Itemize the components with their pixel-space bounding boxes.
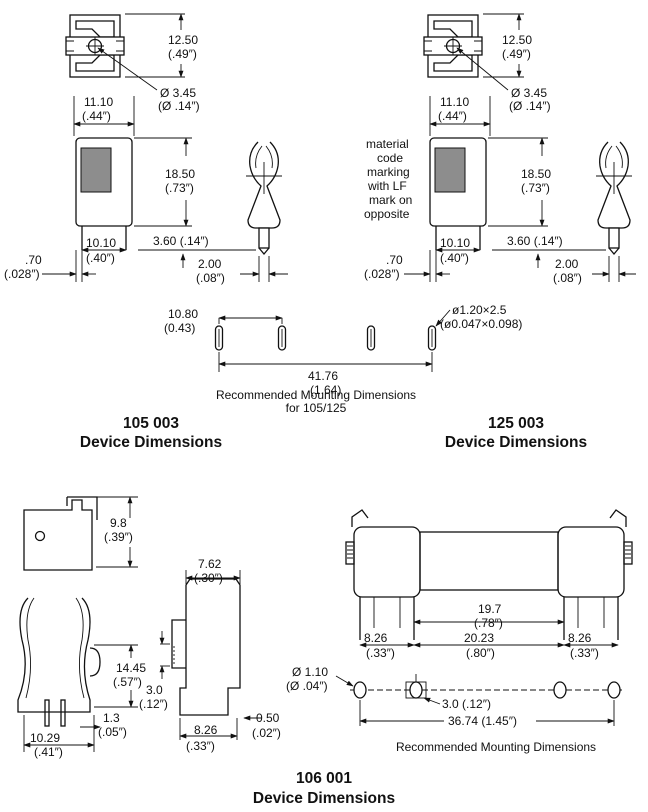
dim-164: (1.64): [310, 383, 341, 397]
dim-41: (.41″): [34, 745, 63, 759]
heading-125-title: Device Dimensions: [445, 434, 587, 451]
dim-dia-14: (Ø .14″): [158, 99, 200, 113]
dim-1080: 10.80: [168, 307, 198, 321]
note-line-6: opposite: [364, 207, 410, 221]
mounting-dimensions-105-125: 10.80 (0.43) ø1.20×2.5 (ø0.047×0.098) 41…: [164, 303, 522, 415]
dim-hole-in: (ø0.047×0.098): [440, 317, 522, 331]
drawing-125: 12.50 (.49″) Ø 3.45 (Ø .14″) 11.10 (.44″…: [364, 13, 636, 285]
dim-39: (.39″): [104, 530, 133, 544]
dim-08: (.08″): [553, 271, 582, 285]
dim-826-right: 8.26: [568, 631, 592, 645]
dim-49: (.49″): [168, 47, 197, 61]
dim-4176: 41.76: [308, 369, 338, 383]
note-line-5: mark on: [369, 193, 412, 207]
drawing-106-end-view: 7.62 (.30″) 3.0 (.12″) 8.26 (.33″) 0.50 …: [139, 557, 281, 753]
dim-57: (.57″): [113, 675, 142, 689]
dim-10-10: 10.10: [440, 236, 470, 250]
dim-98: 9.8: [110, 516, 127, 530]
mounting-caption-line-2: for 105/125: [286, 401, 347, 415]
dim-dia-345: Ø 3.45: [160, 86, 196, 100]
drawing-105: 12.50 (.49″) Ø 3.45 (Ø .14″) 11.10 (.44″…: [4, 13, 288, 285]
dim-70: .70: [25, 253, 42, 267]
dim-73: (.73″): [165, 181, 194, 195]
dim-08: (.08″): [196, 271, 225, 285]
dim-762: 7.62: [198, 557, 222, 571]
dim-dia-14: (Ø .14″): [509, 99, 551, 113]
dim-30: (.30″): [194, 571, 223, 585]
dim-11-10: 11.10: [84, 95, 113, 109]
note-line-3: marking: [367, 165, 410, 179]
note-line-4: with LF: [367, 179, 407, 193]
dim-200: 2.00: [198, 257, 222, 271]
dim-70: .70: [386, 253, 403, 267]
dim-44: (.44″): [82, 109, 111, 123]
dim-40: (.40″): [86, 251, 115, 265]
dim-dia-04: (Ø .04″): [286, 679, 328, 693]
mounting-caption-line-1: Recommended Mounting Dimensions: [216, 388, 416, 402]
dim-33: (.33″): [186, 739, 215, 753]
dim-360: 3.60 (.14″): [153, 234, 209, 248]
heading-106-code: 106 001: [296, 770, 352, 787]
dim-028: (.028″): [364, 267, 400, 281]
dim-05: (.05″): [98, 725, 127, 739]
heading-106-title: Device Dimensions: [253, 790, 395, 807]
dim-3674: 36.74 (1.45″): [448, 714, 517, 728]
dim-12: (.12″): [139, 697, 168, 711]
dim-18-50: 18.50: [521, 167, 551, 181]
dim-13: 1.3: [103, 711, 120, 725]
dim-360: 3.60 (.14″): [507, 234, 563, 248]
dim-11-10: 11.10: [440, 95, 469, 109]
dim-40: (.40″): [440, 251, 469, 265]
drawing-106-assembly: 19.7 (.78″) 8.26 (.33″) 20.23 (.80″) 8.2…: [286, 509, 633, 754]
dim-12-50: 12.50: [168, 33, 198, 47]
dim-33-right: (.33″): [570, 646, 599, 660]
note-line-1: material: [366, 137, 409, 151]
dim-33-left: (.33″): [366, 646, 395, 660]
dim-028: (.028″): [4, 267, 40, 281]
dim-78: (.78″): [474, 616, 503, 630]
dim-dia-110: Ø 1.10: [292, 665, 328, 679]
dim-826: 8.26: [194, 723, 218, 737]
dim-02: (.02″): [252, 726, 281, 740]
dim-18-50: 18.50: [165, 167, 195, 181]
dim-49: (.49″): [502, 47, 531, 61]
dim-826-left: 8.26: [364, 631, 388, 645]
heading-105-title: Device Dimensions: [80, 434, 222, 451]
mounting-caption-106: Recommended Mounting Dimensions: [396, 740, 596, 754]
dim-1445: 14.45: [116, 661, 146, 675]
dim-050: 0.50: [256, 711, 280, 725]
dim-1029: 10.29: [30, 731, 60, 745]
heading-125-code: 125 003: [488, 415, 544, 432]
dim-dia-345: Ø 3.45: [511, 86, 547, 100]
dim-12-50: 12.50: [502, 33, 532, 47]
drawing-106-clip: 9.8 (.39″) 10.29 (.41″) 14.45 (.57″) 1.3…: [17, 496, 146, 759]
heading-105-code: 105 003: [123, 415, 179, 432]
dim-3-0: 3.0: [146, 683, 163, 697]
note-line-2: code: [377, 151, 403, 165]
dim-2023: 20.23: [464, 631, 494, 645]
dim-197: 19.7: [478, 602, 502, 616]
dim-043: (0.43): [164, 321, 195, 335]
dim-73: (.73″): [521, 181, 550, 195]
dim-200: 2.00: [555, 257, 579, 271]
dim-30-12: 3.0 (.12″): [442, 697, 491, 711]
dim-hole: ø1.20×2.5: [452, 303, 507, 317]
dim-10-10: 10.10: [86, 236, 116, 250]
dim-44: (.44″): [438, 109, 467, 123]
dim-80: (.80″): [466, 646, 495, 660]
